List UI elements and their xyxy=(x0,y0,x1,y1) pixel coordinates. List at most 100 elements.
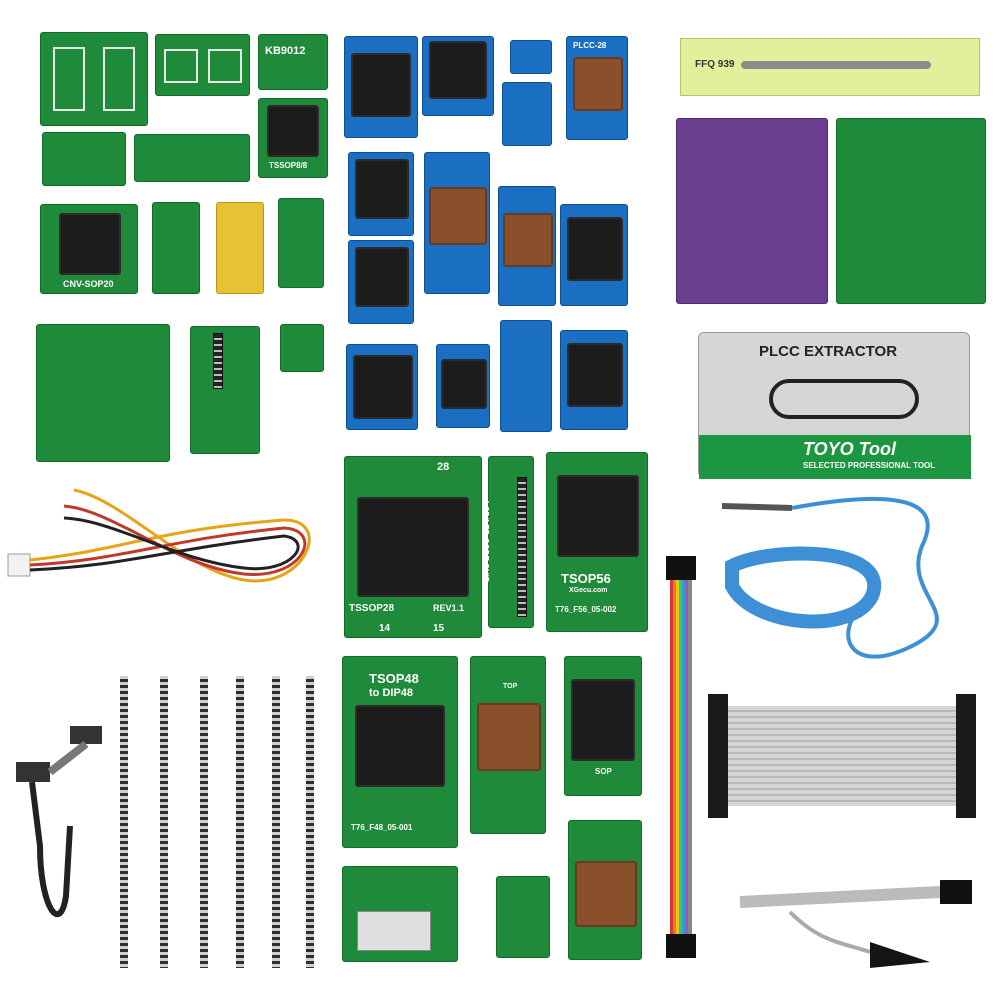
yellow-adapter-board xyxy=(216,202,264,294)
tssop28-label: TSSOP28 xyxy=(349,603,395,614)
header-adapter-board xyxy=(190,326,260,454)
plcc-dip-adapter-board: TOP xyxy=(470,656,546,834)
tweezers-icon xyxy=(741,61,931,69)
sop-socket xyxy=(571,679,635,761)
sop-socket-blue-5 xyxy=(560,330,628,430)
dip8-adapter-blue xyxy=(500,320,552,432)
green-adapter-board-large xyxy=(836,118,986,304)
tssop28-adapter-board: 28 TSSOP28 REV1.1 14 15 xyxy=(344,456,482,638)
sop16-socket xyxy=(355,159,409,219)
tssop8-socket xyxy=(267,105,319,157)
xgecu-label: XGecu.com xyxy=(569,587,608,594)
tool-brand-band: TOYO Tool SELECTED PROFESSIONAL TOOL xyxy=(699,435,971,479)
tiny-adapter-board xyxy=(280,324,324,372)
small-adapter-board-1 xyxy=(152,202,200,294)
ribbon-connector-right xyxy=(956,694,976,818)
wire-harness-icon xyxy=(7,488,311,583)
dupont-jumper-wires xyxy=(660,556,702,964)
cnv-sop20-label: CNV-SOP20 xyxy=(63,279,114,289)
zif-adapter-board xyxy=(342,866,458,962)
ffq-label: FFQ 939 xyxy=(695,59,735,70)
ribbon-connector-left xyxy=(708,694,728,818)
sop-socket-blue-3 xyxy=(560,204,628,306)
chip-footprint xyxy=(53,47,85,111)
sop8-socket-blue-2 xyxy=(422,36,494,116)
extractor-tool-icon xyxy=(769,379,919,419)
sop-socket xyxy=(567,343,623,407)
ribbon-body xyxy=(724,706,960,806)
tool-tag-label: SELECTED PROFESSIONAL TOOL xyxy=(803,461,936,470)
sop-socket xyxy=(567,217,623,281)
tssop8-adapter-blue xyxy=(502,82,552,146)
sop-socket xyxy=(353,355,413,419)
pin-15-label: 15 xyxy=(433,623,445,634)
cnv-sop20-board: CNV-SOP20 xyxy=(40,204,138,294)
pin-14-label: 14 xyxy=(379,623,391,634)
sop8-socket xyxy=(351,53,411,117)
plcc-extractor-package: PLCC EXTRACTOR TOYO Tool SELECTED PROFES… xyxy=(698,332,971,479)
plcc-socket xyxy=(575,861,637,927)
plcc-adapter-blue-2 xyxy=(498,186,556,306)
purple-adapter-board xyxy=(676,118,828,304)
pin-header-strip-4 xyxy=(236,676,244,968)
t76-f48-label: T76_F48_05-001 xyxy=(351,823,413,832)
kb9012-adapter-board: KB9012 xyxy=(258,34,328,90)
sop16-socket-blue-2 xyxy=(348,240,414,324)
lvds-cable xyxy=(10,716,110,944)
t76-f56-label: T76_F56_05-002 xyxy=(555,605,617,614)
plcc28-label: PLCC-28 xyxy=(573,41,607,50)
pin-header xyxy=(517,477,527,617)
sop-label: SOP xyxy=(595,767,612,776)
esd-wrist-strap xyxy=(712,486,992,686)
plcc20-adapter-blue xyxy=(436,344,490,428)
wire-harness xyxy=(4,470,324,590)
lcd-code-chip-board: LCD/LED CODE CHIP xyxy=(481,456,534,628)
sop8-socket xyxy=(429,41,487,99)
sop8-socket-blue-1 xyxy=(344,36,418,138)
plcc28-socket xyxy=(573,57,623,111)
plcc-extractor-title: PLCC EXTRACTOR xyxy=(759,343,898,360)
chip-footprint xyxy=(103,47,135,111)
top-label: TOP xyxy=(503,683,518,690)
tsop48-socket xyxy=(355,705,445,787)
to-dip48-label: to DIP48 xyxy=(369,687,414,699)
plcc-adapter-blue-1 xyxy=(424,152,490,294)
sop16-socket xyxy=(355,247,409,307)
pin-header-strip-5 xyxy=(272,676,280,968)
sop-adapter-board-3 xyxy=(42,132,126,186)
mini-adapter-blue-1 xyxy=(510,40,552,74)
sop-dip-adapter-board: SOP xyxy=(564,656,642,796)
pin-header-strip-1 xyxy=(120,676,128,968)
small-module-board xyxy=(496,876,550,958)
pin-header xyxy=(213,333,223,389)
sop20-socket xyxy=(59,213,121,275)
tssop8-label: TSSOP8/8 xyxy=(269,161,308,170)
tssop8-socket-board: TSSOP8/8 xyxy=(258,98,328,178)
ttl-adapter-board xyxy=(36,324,170,462)
jumper-connector-top xyxy=(666,556,696,580)
tool-brand-label: TOYO Tool xyxy=(803,439,896,459)
jumper-wires xyxy=(670,580,692,934)
sop-adapter-board-2 xyxy=(155,34,250,96)
pin-header-strip-6 xyxy=(306,676,314,968)
plcc-socket xyxy=(477,703,541,771)
jumper-connector-bottom xyxy=(666,934,696,958)
tsop56-adapter-board: TSOP56 XGecu.com T76_F56_05-002 xyxy=(546,452,648,632)
plcc-socket xyxy=(429,187,487,245)
pin-header-strip-2 xyxy=(160,676,168,968)
tsop56-socket xyxy=(557,475,639,557)
lcd-label: LCD/LED CODE CHIP xyxy=(481,500,491,583)
kb9012-label: KB9012 xyxy=(265,45,306,57)
tsop48-label: TSOP48 xyxy=(369,671,419,686)
plcc-socket xyxy=(503,213,553,267)
tssop28-socket xyxy=(357,497,469,597)
rev-label: REV1.1 xyxy=(433,603,465,613)
plcc28-dip-adapter-board xyxy=(568,820,642,960)
wrist-strap-icon xyxy=(721,496,939,659)
tweezers-package: FFQ 939 xyxy=(680,38,980,96)
sop16-socket-blue-1 xyxy=(348,152,414,236)
plcc20-socket xyxy=(441,359,487,409)
sop-adapter-board-1 xyxy=(40,32,148,126)
chip-footprint xyxy=(208,49,242,83)
chip-footprint xyxy=(164,49,198,83)
